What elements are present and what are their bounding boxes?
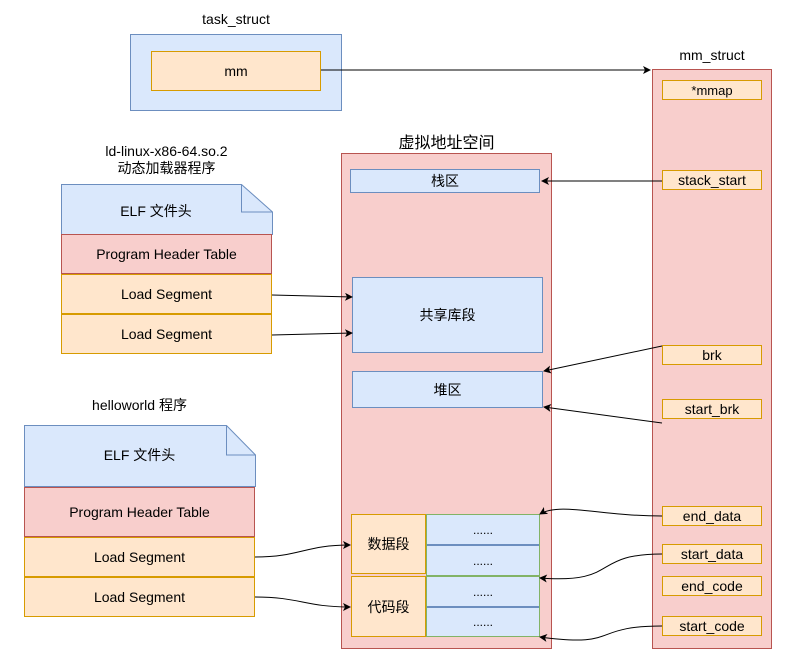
vas-code-label: 代码段	[351, 576, 426, 637]
vas-heap: 堆区	[352, 371, 543, 408]
ld-title: ld-linux-x86-64.so.2 动态加载器程序	[61, 143, 272, 177]
arrow-start-brk	[543, 403, 663, 424]
mm-field-start-code: start_code	[662, 616, 762, 636]
hello-load-segment-2: Load Segment	[24, 577, 255, 617]
arrow-start-code	[539, 625, 663, 642]
vas-code-dots-1: ......	[426, 576, 540, 607]
ld-load-segment-1: Load Segment	[61, 274, 272, 314]
ld-pht: Program Header Table	[61, 234, 272, 274]
arrow-brk	[543, 345, 663, 374]
hello-elf-header: ELF 文件头	[103, 447, 176, 463]
vas-stack: 栈区	[350, 169, 540, 193]
hello-elf-header-shape	[24, 425, 256, 487]
hello-title: helloworld 程序	[92, 397, 187, 413]
arrow-ld-seg1	[271, 292, 353, 301]
mm-field-mmap: *mmap	[662, 80, 762, 100]
arrow-hello-seg2	[254, 596, 351, 611]
mm-field-end-data: end_data	[662, 506, 762, 526]
ld-elf-header: ELF 文件头	[120, 203, 192, 219]
arrow-ld-seg2	[271, 329, 353, 338]
hello-load-segment-1: Load Segment	[24, 537, 255, 577]
arrow-end-data	[539, 506, 663, 517]
arrow-start-data	[539, 553, 663, 583]
vas-shared-lib: 共享库段	[352, 277, 543, 353]
ld-elf-header-shape	[61, 184, 273, 235]
ld-load-segment-2: Load Segment	[61, 314, 272, 354]
mm-field-start-data: start_data	[662, 544, 762, 564]
vas-data-frame	[426, 514, 540, 576]
vas-title: 虚拟地址空间	[398, 135, 495, 152]
mm-field-start-brk: start_brk	[662, 399, 762, 419]
ld-title-line2: 动态加载器程序	[117, 160, 216, 176]
ld-title-line1: ld-linux-x86-64.so.2	[105, 143, 228, 159]
mm-field-stack-start: stack_start	[662, 170, 762, 190]
arrow-hello-seg1	[254, 541, 351, 558]
hello-pht: Program Header Table	[24, 487, 255, 537]
mm-field-end-code: end_code	[662, 576, 762, 596]
mm-field-brk: brk	[662, 345, 762, 365]
mm-struct-title: mm_struct	[679, 47, 745, 63]
vas-code-frame	[426, 576, 540, 637]
task-struct-title: task_struct	[202, 11, 270, 27]
task-struct-mm-field: mm	[151, 51, 321, 91]
vas-data-label: 数据段	[351, 514, 426, 574]
